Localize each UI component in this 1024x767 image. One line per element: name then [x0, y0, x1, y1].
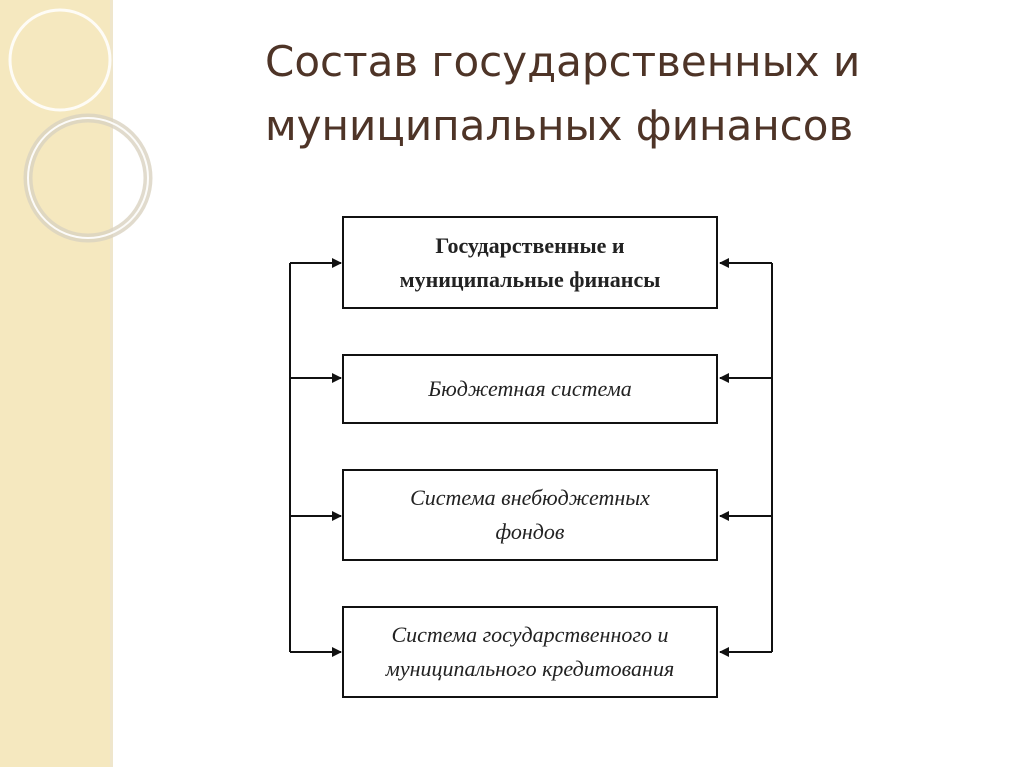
box-1-line-1: Государственные и [435, 232, 625, 258]
box-extrabudgetary-funds: Система внебюджетных фондов [342, 469, 718, 561]
box-1-line-2: муниципальные финансы [399, 266, 661, 292]
right-connector [719, 258, 773, 657]
box-state-municipal-finances: Государственные и муниципальные финансы [342, 216, 718, 309]
side-panel-edge [110, 0, 113, 767]
box-3-line-2: фондов [495, 519, 565, 544]
slide-title-line-2: муниципальных финансов [265, 101, 854, 150]
slide-title: Состав государственных и муниципальных ф… [265, 30, 985, 158]
box-state-municipal-credit: Система государственного и муниципальног… [342, 606, 718, 698]
box-3-line-1: Система внебюджетных [410, 485, 650, 510]
decorative-rings-icon [8, 8, 153, 243]
box-budget-system: Бюджетная система [342, 354, 718, 424]
box-2-line-1: Бюджетная система [428, 376, 632, 401]
left-connector [289, 258, 342, 657]
box-4-line-1: Система государственного и [391, 622, 669, 647]
box-4-line-2: муниципального кредитования [385, 656, 675, 681]
slide-title-line-1: Состав государственных и [265, 37, 861, 86]
